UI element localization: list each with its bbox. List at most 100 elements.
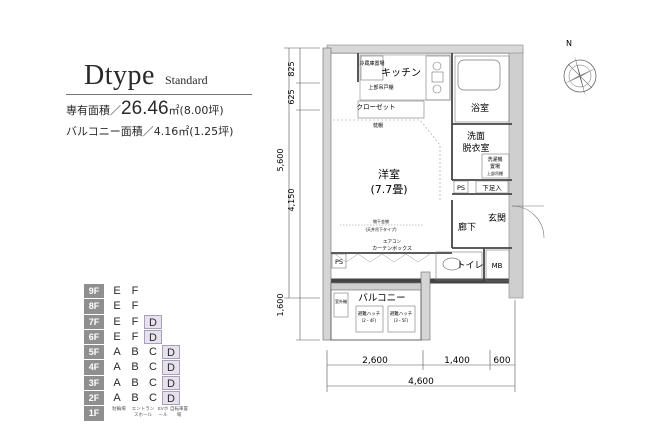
floor-table: 9F E F 8F E F 7F E F D 6F E F D 5F A B C…: [84, 284, 188, 422]
fridge-label: 冷蔵庫置場: [359, 60, 384, 67]
dimension-lines-bottom: [326, 300, 516, 392]
floor-label: 4F: [84, 360, 104, 375]
compass-north: N: [566, 39, 572, 48]
unit-cell: B: [131, 346, 139, 359]
dim-1600: 1,600: [276, 294, 285, 317]
burner: [432, 61, 442, 71]
floor-row: 4F A B C D: [84, 360, 188, 375]
unit-cell: E: [113, 315, 121, 328]
floor-row: 9F E F: [84, 284, 188, 299]
dim-825: 825: [287, 61, 296, 76]
washer-label: 洗濯機: [487, 156, 502, 163]
kitchen-label: キッチン: [381, 67, 421, 79]
floor-row: 1F 駐輪場 エントランスホール EVホール 自転車置場: [84, 406, 188, 421]
unit-cell-highlighted: D: [162, 375, 180, 391]
dim-625: 625: [287, 89, 296, 104]
floor-row: 2F A B C D: [84, 391, 188, 406]
washroom-label: 洗面: [467, 130, 485, 142]
washroom-label-sub: 脱衣室: [462, 142, 489, 154]
type-grade: Standard: [164, 73, 208, 87]
shoe-cabinet-label: 下足入: [482, 184, 502, 192]
unit-cell: F: [131, 315, 139, 328]
shelf-label: 枕棚: [373, 122, 383, 129]
dim-2600: 2,600: [362, 356, 388, 366]
floor-row: 5F A B C D: [84, 345, 188, 360]
floor-label: 9F: [84, 284, 104, 299]
hall-label: 廊下: [458, 221, 476, 233]
title-rule: [66, 94, 252, 95]
curtain-box-label: カーテンボックス: [372, 245, 412, 252]
washer-shelf-label: 上部吊棚: [487, 170, 503, 176]
unit-cell: B: [131, 392, 139, 405]
closet: [357, 100, 425, 119]
unit-cell: E: [113, 300, 121, 313]
floor-row: 7F E F D: [84, 314, 188, 329]
dim-4600: 4,600: [408, 377, 434, 387]
evac-hatch: [387, 305, 416, 333]
unit-cell: E: [113, 330, 121, 343]
evac-hatch-note: (3・5F): [394, 318, 409, 323]
unit-cell: A: [113, 361, 121, 374]
floor-label: 5F: [84, 345, 104, 360]
unit-cell-highlighted: D: [162, 345, 180, 360]
washer-label-sub: 置場: [490, 163, 500, 170]
closet-label: クローゼット: [357, 102, 396, 111]
unit-cell: F: [131, 330, 139, 343]
entrance-door-swing: [511, 205, 545, 239]
pipe-space: [331, 253, 347, 269]
shoe-cabinet: [475, 180, 509, 194]
floor-label: 6F: [84, 329, 104, 345]
floor-label: 7F: [84, 314, 104, 329]
western-room-size: (7.7畳): [370, 183, 407, 196]
balcony-label: バルコニー: [358, 293, 405, 304]
unit-cell: F: [131, 300, 139, 313]
stove: [425, 55, 451, 101]
exclusive-area: 専有面積／26.46㎡(8.00坪): [66, 98, 224, 119]
floor-row: 6F E F D: [84, 329, 188, 345]
unit-cell: A: [113, 346, 121, 359]
dimension-lines-left: [284, 47, 320, 341]
kitchen-sink: [431, 71, 444, 83]
window-glazing: [334, 253, 431, 263]
unit-cell: C: [149, 392, 157, 405]
ps-label: PS: [335, 258, 343, 266]
unit-cell: EVホール: [157, 406, 169, 417]
exclusive-area-value: 26.46: [121, 98, 169, 119]
unit-cell: B: [131, 376, 139, 389]
floor-label: 8F: [84, 299, 104, 314]
dim-1400: 1,400: [444, 356, 470, 366]
unit-cell: A: [113, 376, 121, 389]
balcony-rail: [330, 282, 422, 291]
mb-label: MB: [492, 262, 503, 270]
drying-rail-sub: (天井吊下タイプ): [365, 226, 397, 232]
evac-hatch-label: 避難ハッチ: [358, 310, 381, 317]
toilet-label: トイレ: [456, 261, 483, 271]
unit-cell-highlighted: D: [144, 314, 162, 329]
washer-space: [481, 153, 510, 179]
exterior-walls: [322, 44, 524, 341]
floor-label: 3F: [84, 375, 104, 391]
floor-row: 8F E F: [84, 299, 188, 314]
ps-label: PS: [457, 184, 465, 192]
plan-title: Dtype Standard: [84, 60, 208, 92]
unit-cell: E: [113, 285, 121, 297]
pipe-space: [453, 180, 469, 194]
bath-area: [454, 55, 510, 123]
interior-walls: [331, 53, 512, 281]
unit-cell: 駐輪場: [112, 406, 126, 412]
unit-cell: C: [149, 376, 157, 389]
floor-label: 1F: [84, 406, 104, 421]
unit-cell: F: [131, 285, 139, 297]
meter-box: [485, 249, 510, 282]
type-name: Dtype: [84, 60, 155, 91]
dim-600: 600: [493, 356, 510, 366]
burner: [432, 84, 442, 94]
entrance-label: 玄関: [488, 212, 506, 224]
unit-cell: C: [149, 346, 157, 359]
unit-cell: 自転車置場: [170, 406, 188, 417]
toilet-room: [435, 251, 483, 281]
dim-5600: 5,600: [276, 149, 285, 172]
bath-label: 浴室: [471, 102, 489, 114]
floor-row: 3F A B C D: [84, 375, 188, 391]
dim-4150: 4,150: [287, 189, 296, 212]
